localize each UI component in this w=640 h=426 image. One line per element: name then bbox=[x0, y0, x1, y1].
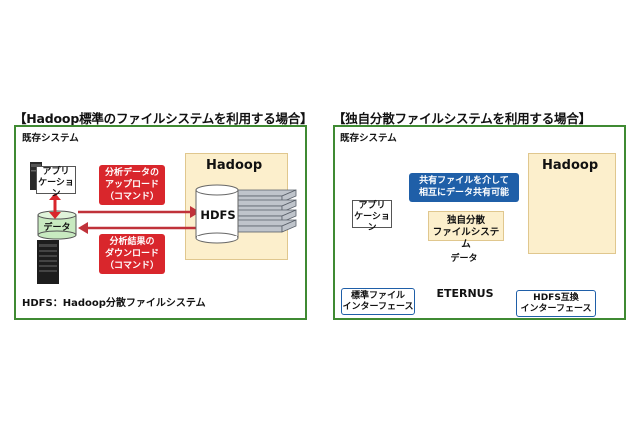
right-share-line2: 相互にデータ共有可能 bbox=[418, 188, 509, 198]
right-hadoop-title: Hadoop bbox=[542, 158, 599, 173]
right-application-label-line1: アプリ bbox=[358, 201, 386, 211]
left-download-line3: （コマンド） bbox=[104, 261, 159, 271]
left-upload-line2: アップロード bbox=[104, 180, 159, 190]
right-existing-system-label: 既存システム bbox=[340, 133, 397, 144]
right-share-line1: 共有ファイルを介して bbox=[419, 176, 509, 186]
right-application-box: アプリ ケーション bbox=[352, 200, 392, 233]
left-upload-arrow-icon bbox=[78, 206, 200, 218]
right-panel-title: 【独自分散ファイルシステムを利用する場合】 bbox=[333, 111, 591, 126]
left-download-line1: 分析結果の bbox=[109, 237, 155, 247]
right-dfs-box: 独自分散 ファイルシステム bbox=[428, 211, 504, 250]
left-upload-line3: （コマンド） bbox=[104, 192, 159, 202]
left-rack-servers-icon bbox=[221, 189, 297, 233]
left-upload-box: 分析データの アップロード （コマンド） bbox=[99, 165, 165, 205]
left-data-label: データ bbox=[43, 223, 71, 233]
right-dfs-line2: ファイルシステム bbox=[432, 227, 500, 250]
left-download-arrow-icon bbox=[78, 222, 200, 234]
left-tower-server-icon bbox=[37, 240, 59, 284]
eternus-label: ETERNUS bbox=[436, 287, 494, 300]
hdfs-compatible-interface-line2: インターフェース bbox=[520, 304, 592, 314]
left-upload-line1: 分析データの bbox=[104, 168, 159, 178]
standard-file-interface-box: 標準ファイル インターフェース bbox=[341, 288, 415, 315]
left-download-box: 分析結果の ダウンロード （コマンド） bbox=[99, 234, 165, 274]
left-hadoop-title: Hadoop bbox=[206, 158, 263, 173]
standard-file-interface-line1: 標準ファイル bbox=[350, 291, 405, 301]
left-footnote: HDFS：Hadoop分散ファイルシステム bbox=[22, 298, 206, 309]
standard-file-interface-line2: インターフェース bbox=[342, 302, 414, 312]
right-dfs-line1: 独自分散 bbox=[446, 215, 485, 226]
left-hdfs-cylinder-icon bbox=[195, 184, 239, 244]
right-application-label-line2: ケーション bbox=[354, 212, 390, 233]
right-data-label: データ bbox=[450, 254, 478, 264]
right-hadoop-area bbox=[528, 153, 616, 254]
left-existing-system-label: 既存システム bbox=[22, 133, 79, 144]
left-app-data-arrow-icon bbox=[49, 193, 61, 219]
hdfs-compatible-interface-line1: HDFS互換 bbox=[533, 293, 579, 303]
left-panel-title: 【Hadoop標準のファイルシステムを利用する場合】 bbox=[14, 111, 313, 126]
right-share-box: 共有ファイルを介して 相互にデータ共有可能 bbox=[409, 173, 519, 202]
hdfs-compatible-interface-box: HDFS互換 インターフェース bbox=[516, 290, 596, 317]
left-hdfs-label: HDFS bbox=[200, 208, 236, 222]
left-application-label-line1: アプリ bbox=[42, 167, 70, 177]
left-download-line2: ダウンロード bbox=[104, 249, 159, 259]
left-application-box: アプリ ケーション bbox=[36, 166, 76, 199]
left-application-label-line2: ケーション bbox=[38, 178, 74, 199]
